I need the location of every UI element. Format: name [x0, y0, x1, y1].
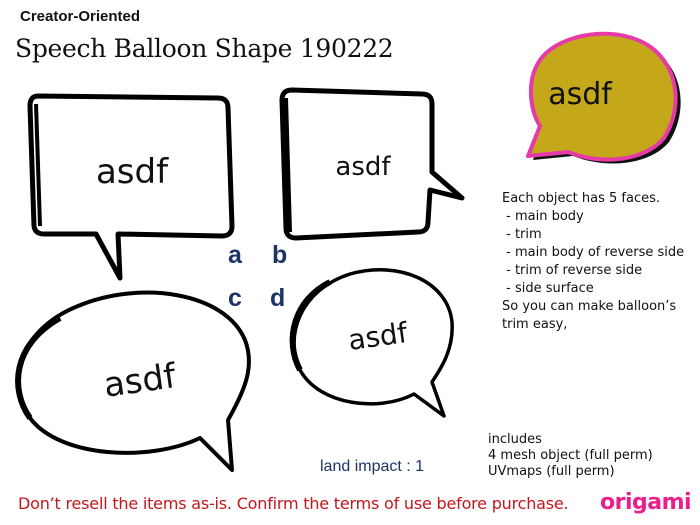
face-item: - trim of reverse side: [502, 263, 643, 278]
subtitle: Creator-Oriented: [20, 8, 141, 25]
face-item: - trim: [502, 227, 542, 242]
includes-heading: includes: [488, 432, 542, 447]
faces-description: Each object has 5 faces. - main body - t…: [502, 190, 684, 334]
description-intro: Each object has 5 faces.: [502, 191, 660, 206]
label-a: a: [228, 241, 242, 269]
includes-item: UVmaps (full perm): [488, 464, 615, 479]
balloon-d: asdf: [289, 268, 454, 418]
label-d: d: [270, 284, 286, 312]
face-item: - main body of reverse side: [502, 245, 685, 260]
face-item: - main body: [502, 209, 584, 224]
preview-balloon-text: asdf: [548, 77, 613, 112]
balloon-a: asdf: [27, 93, 235, 281]
face-item: - side surface: [502, 281, 594, 296]
label-c: c: [228, 284, 242, 312]
preview-balloon: asdf: [526, 31, 681, 164]
page-title: Speech Balloon Shape 190222: [15, 34, 394, 63]
brand-logo: origami: [600, 490, 692, 515]
balloon-a-text: asdf: [96, 152, 169, 192]
balloon-c: asdf: [15, 290, 251, 472]
label-b: b: [272, 241, 288, 269]
land-impact: land impact : 1: [320, 458, 425, 475]
balloon-b: asdf: [279, 87, 465, 241]
includes-item: 4 mesh object (full perm): [488, 448, 653, 463]
description-outro: trim easy,: [502, 317, 568, 332]
balloon-b-text: asdf: [335, 152, 391, 182]
description-outro: So you can make balloon’s: [502, 299, 677, 314]
terms-notice: Don’t resell the items as-is. Confirm th…: [18, 494, 569, 513]
